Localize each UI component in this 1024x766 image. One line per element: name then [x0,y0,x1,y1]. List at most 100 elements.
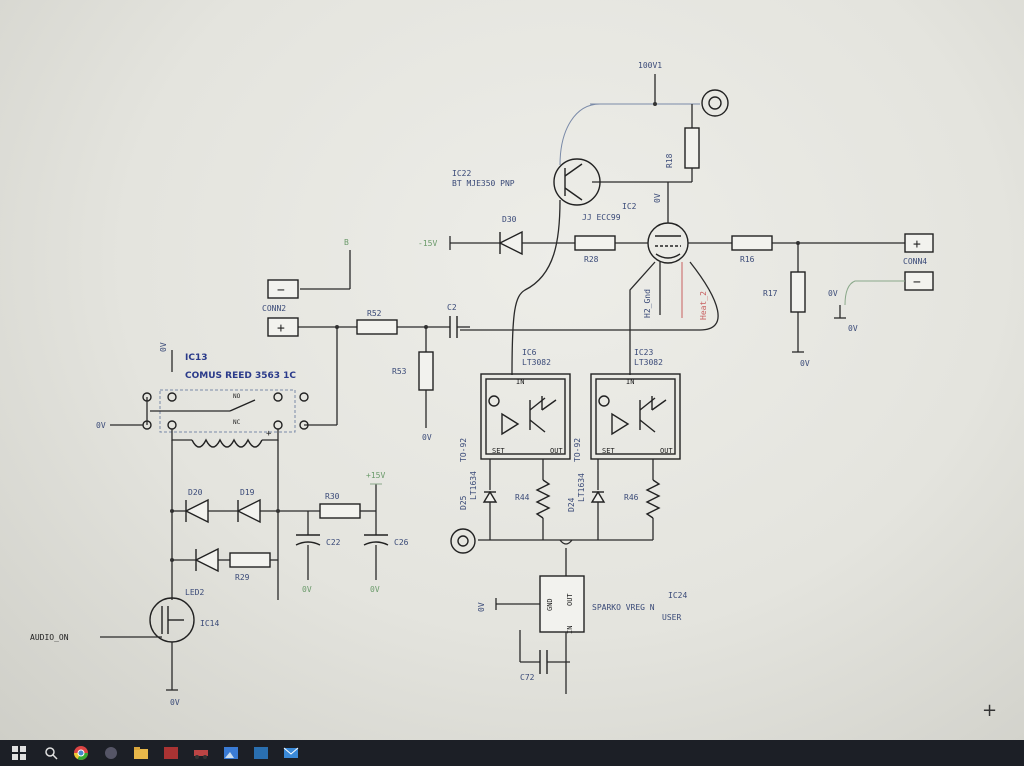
led-led2 [194,547,219,573]
label-ic22-ref: IC22 [452,169,471,178]
label-relay-0v-top: 0V [159,342,168,352]
label-r44: R44 [515,493,530,502]
label-r29: R29 [235,573,250,582]
blue-app-icon[interactable] [248,742,274,764]
resistor-r44 [535,479,551,519]
label-conn4: CONN4 [903,257,927,266]
label-ic24-part: SPARKO VREG N [592,603,655,612]
label-d25: D25 [459,495,468,510]
label-ic24-in: IN [566,626,574,634]
label-ic14-0v: 0V [170,698,180,707]
circle-app-icon[interactable] [98,742,124,764]
label-ic24-out: OUT [566,593,574,606]
label-relay-no: NO [233,393,241,400]
connector-jack-top [701,89,729,117]
label-r17: R17 [763,289,778,298]
label-r53: R53 [392,367,407,376]
label-ic6-out: OUT [550,447,563,455]
net-label-d30: -15V [418,239,437,248]
diode-d19 [236,498,261,524]
resistor-r52 [356,319,398,335]
label-heat2: Heat_2 [699,291,708,320]
schematic-canvas[interactable]: 100V1 R18 IC22 BT MJE350 PNP IC2 JJ ECC9… [0,0,1024,740]
label-ic2-gnd: 0V [653,193,662,203]
label-ic22-part: BT MJE350 PNP [452,179,515,188]
label-r16: R16 [740,255,755,264]
label-c26: C26 [394,538,409,547]
resistor-r30 [319,503,361,519]
label-h2-gnd: H2_Gnd [643,289,652,318]
folder-icon[interactable] [128,742,154,764]
label-relay-0v: 0V [96,421,106,430]
label-r46: R46 [624,493,639,502]
label-c26-0v: 0V [370,585,380,594]
red-app-icon[interactable] [158,742,184,764]
car-app-icon[interactable] [188,742,214,764]
label-ic6-to92: TO-92 [459,438,468,462]
label-ic6-ref: IC6 [522,348,537,357]
label-ic6-part: LT3082 [522,358,551,367]
connector-conn4-plus [904,233,934,253]
chrome-icon[interactable] [68,742,94,764]
svg-text:+: + [277,321,285,336]
label-d19: D19 [240,488,255,497]
label-ic13-part: COMUS REED 3563 1C [185,371,296,381]
label-c22: C22 [326,538,341,547]
resistor-r46 [645,479,661,519]
label-r30: R30 [325,492,340,501]
resistor-r17 [790,271,806,313]
label-c2: C2 [447,303,457,312]
svg-text:+: + [266,429,272,439]
resistor-r53 [418,351,434,391]
label-ic23-to92: TO-92 [573,438,582,462]
label-conn4-0v: 0V [828,289,838,298]
photos-app-icon[interactable] [218,742,244,764]
label-ic23-out: OUT [660,447,673,455]
diode-d30 [498,230,523,256]
tube-ic2 [647,222,689,264]
label-ic2-part: JJ ECC99 [582,213,621,222]
connector-conn2-minus [267,279,299,299]
svg-text:−: − [277,283,285,298]
label-rail-100v1: 100V1 [638,61,662,70]
net-label-c26: +15V [366,471,385,480]
label-audio-on: AUDIO_ON [30,633,69,642]
label-c22-0v: 0V [302,585,312,594]
svg-text:−: − [913,275,921,290]
mail-app-icon[interactable] [278,742,304,764]
label-ic2-ref: IC2 [622,202,637,211]
label-conn2: CONN2 [262,304,286,313]
label-r53-0v: 0V [422,433,432,442]
label-ic24-0v: 0V [477,602,486,612]
label-r28: R28 [584,255,599,264]
label-r18: R18 [665,153,674,168]
label-ic23-part: LT3082 [634,358,663,367]
regulator-ic6 [480,373,571,460]
monitor-screen: 100V1 R18 IC22 BT MJE350 PNP IC2 JJ ECC9… [0,0,1024,740]
label-c72: C72 [520,673,535,682]
label-ic6-lt1634: LT1634 [469,471,478,500]
label-r17-0v: 0V [800,359,810,368]
label-relay-nc: NC [233,419,241,426]
svg-text:+: + [913,237,921,252]
diode-d24 [590,490,606,503]
transistor-ic22 [553,158,601,206]
search-icon[interactable] [38,742,64,764]
label-d20: D20 [188,488,203,497]
label-ic24-gnd: GND [546,598,554,611]
label-conn4-0v-b: 0V [848,324,858,333]
label-ic23-set: SET [602,447,615,455]
label-ic23-in: IN [626,378,634,386]
label-ic6-set: SET [492,447,505,455]
net-label-small: B [344,238,349,247]
diode-d25 [482,490,498,503]
connector-jack-bottom [450,528,476,554]
label-ic23-ref: IC23 [634,348,653,357]
windows-start-icon[interactable] [4,742,34,764]
label-ic13-ref: IC13 [185,353,207,363]
label-ic23-lt1634: LT1634 [577,473,586,502]
crosshair-cursor-icon: + [982,700,998,721]
label-r52: R52 [367,309,382,318]
resistor-r18 [684,127,700,169]
windows-taskbar [0,740,1024,766]
